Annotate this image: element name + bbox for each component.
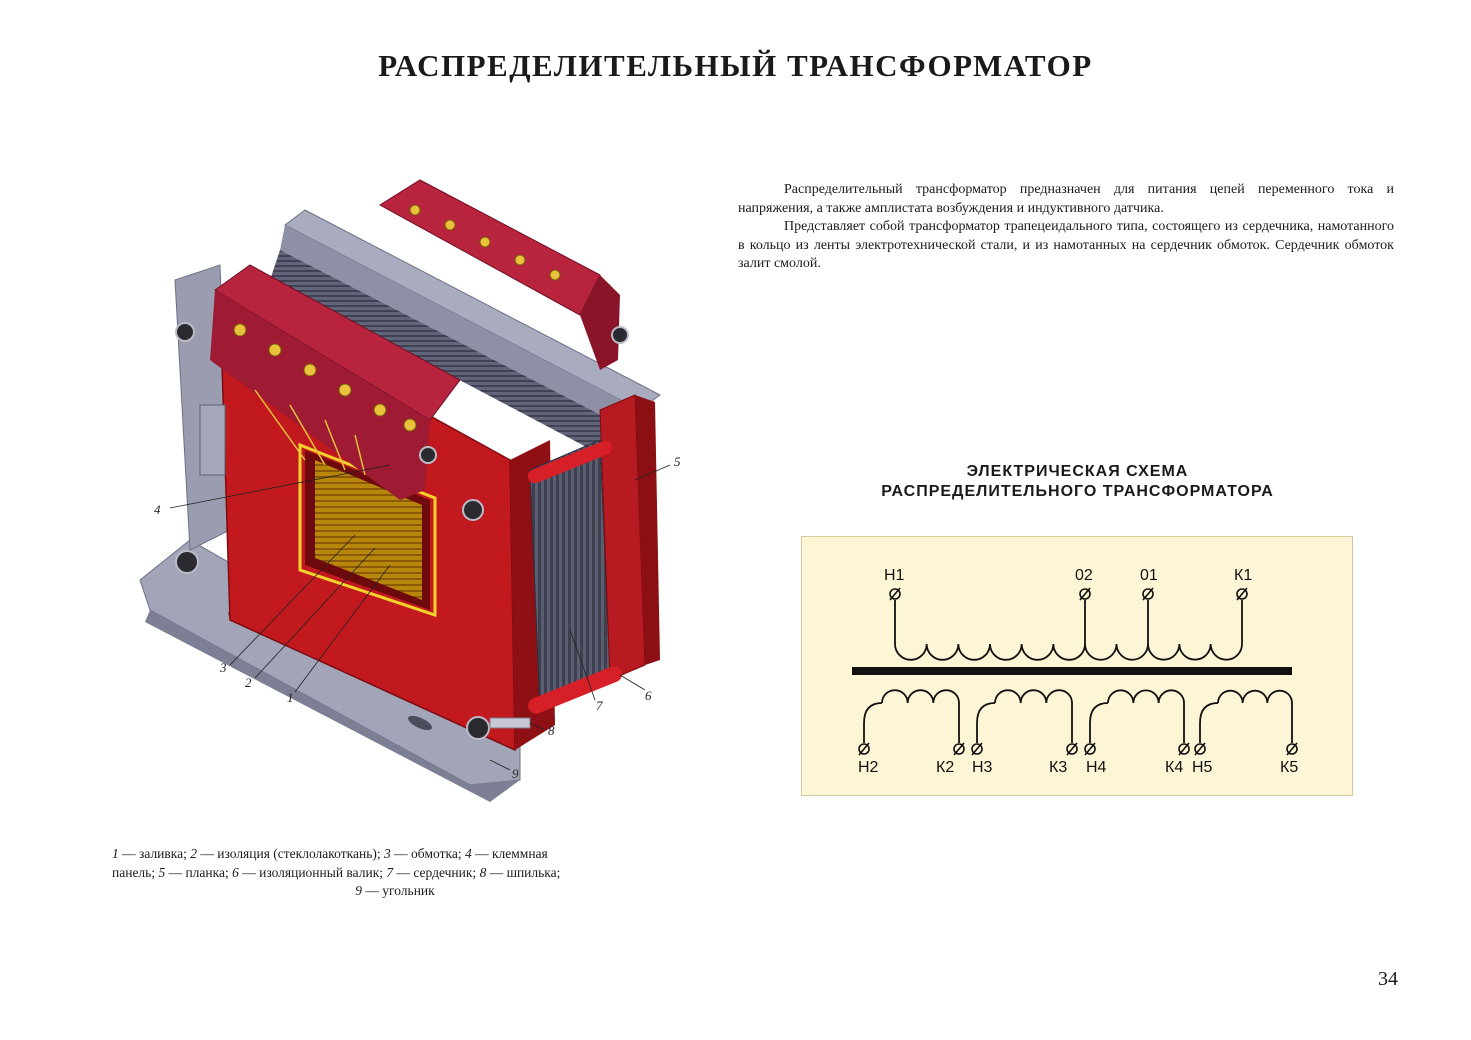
schema-wiring [852,587,1298,756]
terminal-h2-slash [858,742,870,756]
terminal-label-k5: К5 [1280,759,1299,776]
terminal-k3-slash [1066,742,1078,756]
core-top [270,250,640,470]
terminal-k2-slash [953,742,965,756]
intro-text: Распределительный трансформатор предназн… [738,181,1394,274]
caption-item-7: — сердечник; [393,864,480,880]
caption-item-9: — угольник [362,883,435,898]
caption-item-5: — планка; [165,864,233,880]
terminal-k3 [1066,743,1078,755]
terminal-h4 [1084,743,1096,755]
callout-1: 1 [287,690,294,705]
primary-winding-c [1147,643,1243,661]
callout-6: 6 [645,688,652,703]
callout-8: 8 [548,723,555,738]
terminal-label-h5: Н5 [1192,759,1213,776]
page-title: РАСПРЕДЕЛИТЕЛЬНЫЙ ТРАНСФОРМАТОР [378,48,1093,83]
terminal-label-h3: Н3 [972,759,993,776]
caption-item-1: — заливка; [118,846,191,861]
terminal-label-01: 01 [1140,567,1158,584]
figure-caption: 1 — заливка; 2 — изоляция (стеклолакотка… [112,845,678,901]
terminal-h4-slash [1084,742,1096,756]
terminal-h5-lead [1199,702,1219,743]
terminal-k5 [1286,743,1298,755]
terminal-label-h1: Н1 [884,567,905,584]
terminal-h3 [971,743,983,755]
terminal-h4-lead [1089,702,1109,743]
caption-item-2: — изоляция (стеклолакоткань); [197,846,384,861]
terminal-h5-slash [1194,742,1206,756]
transformer-drawing [139,179,671,802]
terminal-label-k4: К4 [1165,759,1184,776]
terminal-k4 [1178,743,1190,755]
transformer-illustration: 4 3 2 1 5 6 7 8 9 [130,170,720,810]
caption-item-4: — клеммная [471,846,548,861]
terminal-k1-slash [1236,587,1248,601]
terminal-01-slash [1142,587,1154,601]
terminal-02 [1079,588,1091,600]
intro-paragraph-2: Представляет собой трансформатор трапеце… [738,219,1394,271]
terminal-screws-front [233,323,417,432]
terminal-k1 [1236,588,1248,600]
secondary-winding-1 [881,689,960,704]
secondary-winding-4 [1217,689,1293,704]
callout-7: 7 [596,698,603,713]
terminal-h5 [1194,743,1206,755]
schema-heading: ЭЛЕКТРИЧЕСКАЯ СХЕМА РАСПРЕДЕЛИТЕЛЬНОГО Т… [790,462,1365,502]
terminal-h3-slash [971,742,983,756]
caption-num-5: 5 [158,864,166,880]
caption-item-6: — изоляционный валик; [238,864,387,880]
terminal-label-k2: К2 [936,759,955,776]
terminal-k2 [953,743,965,755]
terminal-label-02: 02 [1075,567,1093,584]
page-number: 34 [1378,968,1398,990]
secondary-winding-3 [1107,689,1185,704]
primary-winding-b [1084,643,1149,661]
terminal-label-h4: Н4 [1086,759,1107,776]
caption-item-4b: панель; [112,864,159,880]
terminal-k4-slash [1178,742,1190,756]
terminal-h1-slash [889,587,901,601]
terminal-label-k3: К3 [1049,759,1068,776]
terminal-label-h2: Н2 [858,759,879,776]
caption-num-7: 7 [386,864,394,880]
electrical-schema: Н1 02 01 К1 Н2 К2 Н3 К3 Н4 К4 Н5 К5 [801,536,1353,796]
terminal-h3-lead [976,702,996,743]
terminal-02-slash [1079,587,1091,601]
secondary-winding-2 [994,689,1073,704]
caption-num-4: 4 [464,846,472,861]
bolts [175,322,629,740]
caption-item-3: — обмотка; [390,846,465,861]
primary-winding-a [894,643,1086,661]
caption-num-3: 3 [383,846,391,861]
callout-4: 4 [154,502,161,517]
callout-3: 3 [220,660,227,675]
terminal-label-k1: К1 [1234,567,1253,584]
core-bar [852,667,1292,675]
caption-num-2: 2 [190,846,198,861]
caption-num-6: 6 [232,864,239,880]
intro-paragraph-1: Распределительный трансформатор предназн… [738,182,1394,216]
caption-num-1: 1 [112,846,119,861]
caption-item-8: — шпилька; [486,864,561,880]
caption-num-9: 9 [355,883,363,898]
callout-9: 9 [512,766,519,781]
schema-heading-line-2: РАСПРЕДЕЛИТЕЛЬНОГО ТРАНСФОРМАТОРА [881,483,1274,500]
terminal-h2 [858,743,870,755]
terminal-h1 [889,588,901,600]
callout-5: 5 [674,454,681,469]
schema-heading-line-1: ЭЛЕКТРИЧЕСКАЯ СХЕМА [966,463,1189,480]
terminal-k5-slash [1286,742,1298,756]
terminal-01 [1142,588,1154,600]
caption-num-8: 8 [479,864,487,880]
terminal-panel-front [214,264,461,421]
terminal-h2-lead [863,702,883,743]
callout-2: 2 [245,675,252,690]
